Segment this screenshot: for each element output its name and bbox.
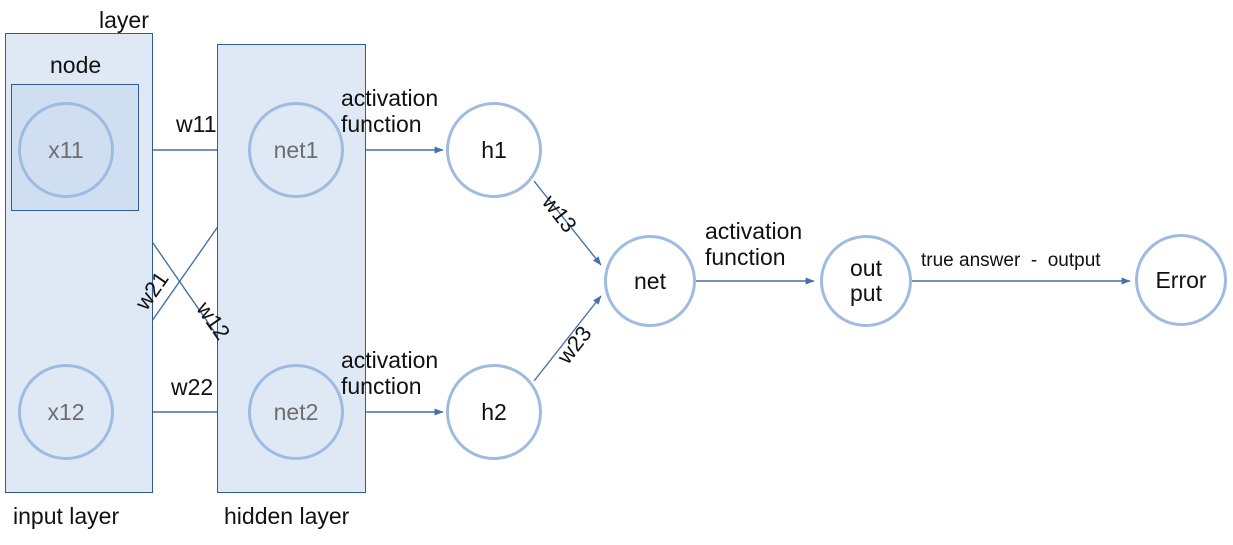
node-x12[interactable]: x12: [18, 364, 114, 460]
weight-label-w23: w23: [552, 321, 597, 369]
annotation-activation-function-1: activation function: [341, 85, 439, 137]
node-net1[interactable]: net1: [248, 102, 344, 198]
weight-label-w13: w13: [537, 190, 582, 238]
label-hidden-layer: hidden layer: [224, 503, 350, 529]
annotation-activation-function-2: activation function: [341, 347, 439, 399]
label-layer: layer: [99, 7, 149, 33]
annotation-activation-function-3: activation function: [705, 218, 803, 270]
label-input-layer: input layer: [13, 503, 120, 529]
node-h1[interactable]: h1: [446, 102, 542, 198]
node-output[interactable]: out put: [820, 235, 912, 327]
node-net[interactable]: net: [604, 235, 696, 327]
node-h2[interactable]: h2: [446, 364, 542, 460]
weight-label-w11: w11: [176, 111, 217, 137]
annotation-error-expression: true answer - output: [921, 250, 1101, 271]
label-node: node: [50, 52, 102, 78]
weight-label-w22: w22: [171, 374, 214, 400]
node-net2[interactable]: net2: [248, 364, 344, 460]
node-x11[interactable]: x11: [18, 102, 114, 198]
node-error[interactable]: Error: [1135, 234, 1227, 326]
